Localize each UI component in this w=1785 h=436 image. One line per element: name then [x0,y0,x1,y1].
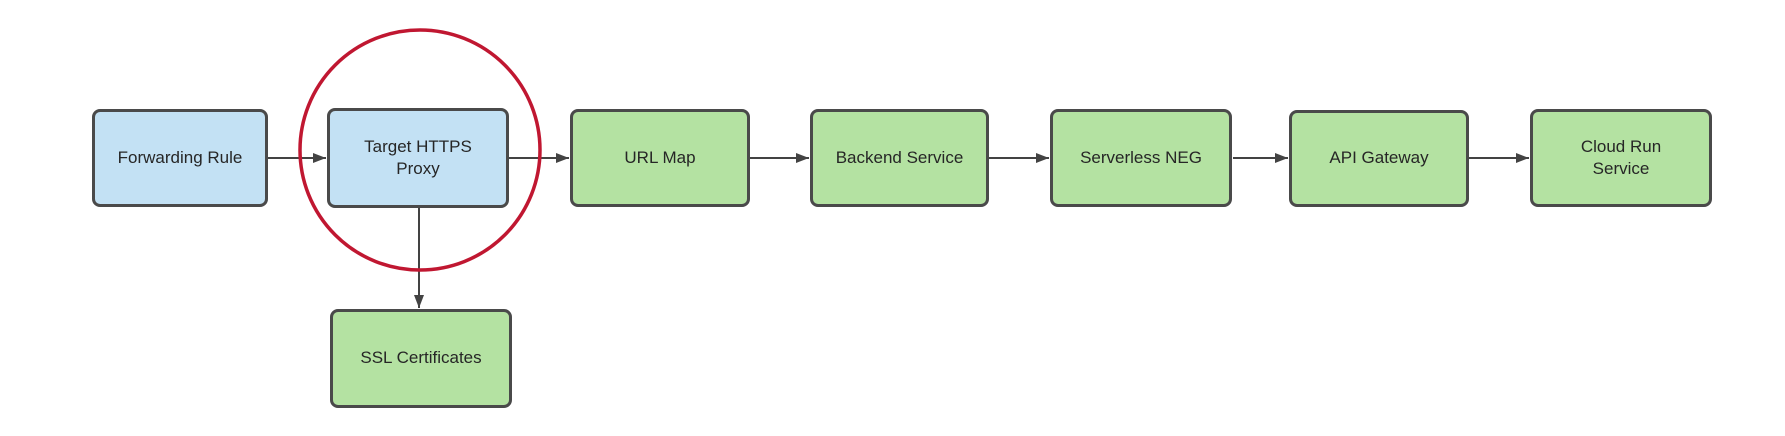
node-target-https-proxy[interactable]: Target HTTPS Proxy [327,108,509,208]
node-url-map[interactable]: URL Map [570,109,750,207]
node-label: API Gateway [1329,148,1429,168]
node-label: Serverless NEG [1080,147,1202,167]
node-ssl-certificates[interactable]: SSL Certificates [330,309,512,408]
node-label: SSL Certificates [360,348,482,368]
node-label: Backend Service [835,147,964,167]
node-label: Proxy [396,159,440,178]
node-label: URL Map [624,147,696,167]
node-label: Service [1592,159,1650,178]
node-label: Target HTTPS [364,136,472,156]
node-backend-service[interactable]: Backend Service [810,109,989,207]
node-api-gateway[interactable]: API Gateway [1289,110,1469,207]
node-forwarding-rule[interactable]: Forwarding Rule [92,109,268,207]
node-label: Cloud Run [1580,136,1662,156]
node-label: Forwarding Rule [117,147,243,167]
node-serverless-neg[interactable]: Serverless NEG [1050,109,1232,207]
highlight-circle [298,28,542,272]
